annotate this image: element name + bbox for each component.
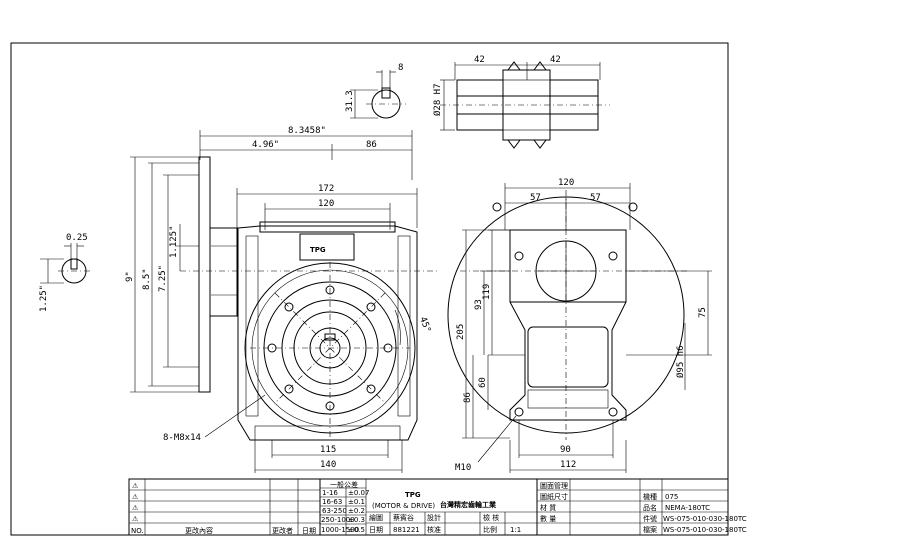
tol-value-0: ±0.07 xyxy=(348,489,369,497)
name-label: 品名 xyxy=(643,503,657,512)
h-119: 119 xyxy=(482,284,492,300)
name-value: NEMA-180TC xyxy=(665,504,710,512)
model-value: 075 xyxy=(665,493,678,501)
model-label: 機種 xyxy=(643,492,657,501)
rev-no-header: NO. xyxy=(131,527,144,535)
tol-range-3: 250-1000 xyxy=(321,516,355,524)
tol-range-0: 1-16 xyxy=(322,489,338,497)
rev-content-header: 更改內容 xyxy=(185,526,213,535)
key-width-label: 8 xyxy=(398,63,403,73)
date-value: 881221 xyxy=(393,526,420,534)
key-depth-label: 31.3 xyxy=(345,90,355,112)
h-86: 86 xyxy=(463,392,473,403)
len-b: 86 xyxy=(366,140,377,150)
height-1-125: 1.125" xyxy=(169,225,179,258)
shaft-len-right: 42 xyxy=(550,55,561,65)
tol-value-2: ±0.2 xyxy=(348,507,365,515)
tol-value-3: ±0.3 xyxy=(348,516,365,524)
title-block: ⚠ ⚠ ⚠ ⚠ NO. 更改內容 更改者 日期 一般公差 1-16 ±0.07 … xyxy=(128,478,747,536)
height-7-25: 7.25" xyxy=(158,265,168,292)
tol-range-1: 16-63 xyxy=(322,498,342,506)
tol-range-4: 1000-1500 xyxy=(321,526,359,534)
file-value: WS-075-010-030-180TC xyxy=(663,526,747,534)
gearbox-side-view: 120 57 57 119 93 205 60 86 xyxy=(447,178,712,473)
flange-dia: Ø95 h6 xyxy=(675,345,686,378)
tol-value-1: ±0.1 xyxy=(348,498,365,506)
right-57a: 57 xyxy=(530,193,541,203)
logo-subtitle: (MOTOR & DRIVE) xyxy=(372,502,435,510)
design-label: 設計 xyxy=(427,513,441,522)
file-label: 檔案 xyxy=(643,525,657,534)
scale-value: 1:1 xyxy=(510,526,521,534)
rev-date-header: 日期 xyxy=(302,527,316,535)
company-logo: TPG xyxy=(405,491,421,499)
input-key-detail: 0.25 1.25" xyxy=(39,233,90,312)
h-75: 75 xyxy=(698,307,708,318)
span-112: 112 xyxy=(560,460,576,470)
check-label: 檢 核 xyxy=(483,513,499,522)
span-115: 115 xyxy=(320,445,336,455)
overall-length: 8.3458" xyxy=(288,126,326,136)
svg-text:⚠: ⚠ xyxy=(132,504,139,512)
width-172: 172 xyxy=(318,184,334,194)
input-key-depth: 1.25" xyxy=(39,285,49,312)
approve-label: 核准 xyxy=(427,525,441,534)
bore-label: Ø28 H7 xyxy=(432,83,443,116)
hollow-shaft-section: 42 42 Ø28 H7 xyxy=(432,55,610,149)
bolt-callout: 8-M8x14 xyxy=(163,433,201,443)
material-label: 材 質 xyxy=(540,503,556,512)
input-key-width: 0.25 xyxy=(66,233,88,243)
right-width-120: 120 xyxy=(558,178,574,188)
height-8-5: 8.5" xyxy=(142,268,152,290)
tol-range-2: 63-250 xyxy=(322,507,347,515)
part-label: 件號 xyxy=(643,514,657,523)
h-205: 205 xyxy=(456,324,466,340)
right-57b: 57 xyxy=(590,193,601,203)
span-140: 140 xyxy=(320,460,336,470)
svg-text:⚠: ⚠ xyxy=(132,515,139,523)
tolerance-header: 一般公差 xyxy=(330,480,358,489)
height-9: 9" xyxy=(125,271,135,282)
svg-text:⚠: ⚠ xyxy=(132,482,139,490)
h-60: 60 xyxy=(478,377,488,388)
housing-logo: TPG xyxy=(310,246,326,254)
svg-text:⚠: ⚠ xyxy=(132,493,139,501)
qty-label: 數 量 xyxy=(540,514,556,523)
part-value: WS-075-010-030-180TC xyxy=(663,515,747,523)
width-120: 120 xyxy=(318,199,334,209)
company-name: 台灣精宏齒輪工業 xyxy=(440,500,497,509)
shaft-len-left: 42 xyxy=(474,55,485,65)
size-label: 圖紙尺寸 xyxy=(540,492,568,501)
angle-label: 45° xyxy=(417,316,432,335)
h-93: 93 xyxy=(474,299,484,310)
output-key-detail: 8 31.3 xyxy=(345,63,406,119)
gearbox-front-view: 8.3458" 4.96" 86 172 120 9" 8.5" 7.25" xyxy=(125,126,440,473)
tol-value-4: ±0.5 xyxy=(348,526,365,534)
drawn-label: 繪圖 xyxy=(369,513,383,522)
date-label: 日期 xyxy=(369,526,383,534)
mgmt-label: 圖面管理 xyxy=(540,481,568,490)
drawn-value: 蔡賓谷 xyxy=(393,513,414,522)
rev-person-header: 更改者 xyxy=(272,526,293,535)
sheet-border xyxy=(10,42,729,536)
scale-label: 比例 xyxy=(483,525,497,534)
len-a: 4.96" xyxy=(252,140,279,150)
thread-label: M10 xyxy=(455,463,471,473)
span-90: 90 xyxy=(560,445,571,455)
